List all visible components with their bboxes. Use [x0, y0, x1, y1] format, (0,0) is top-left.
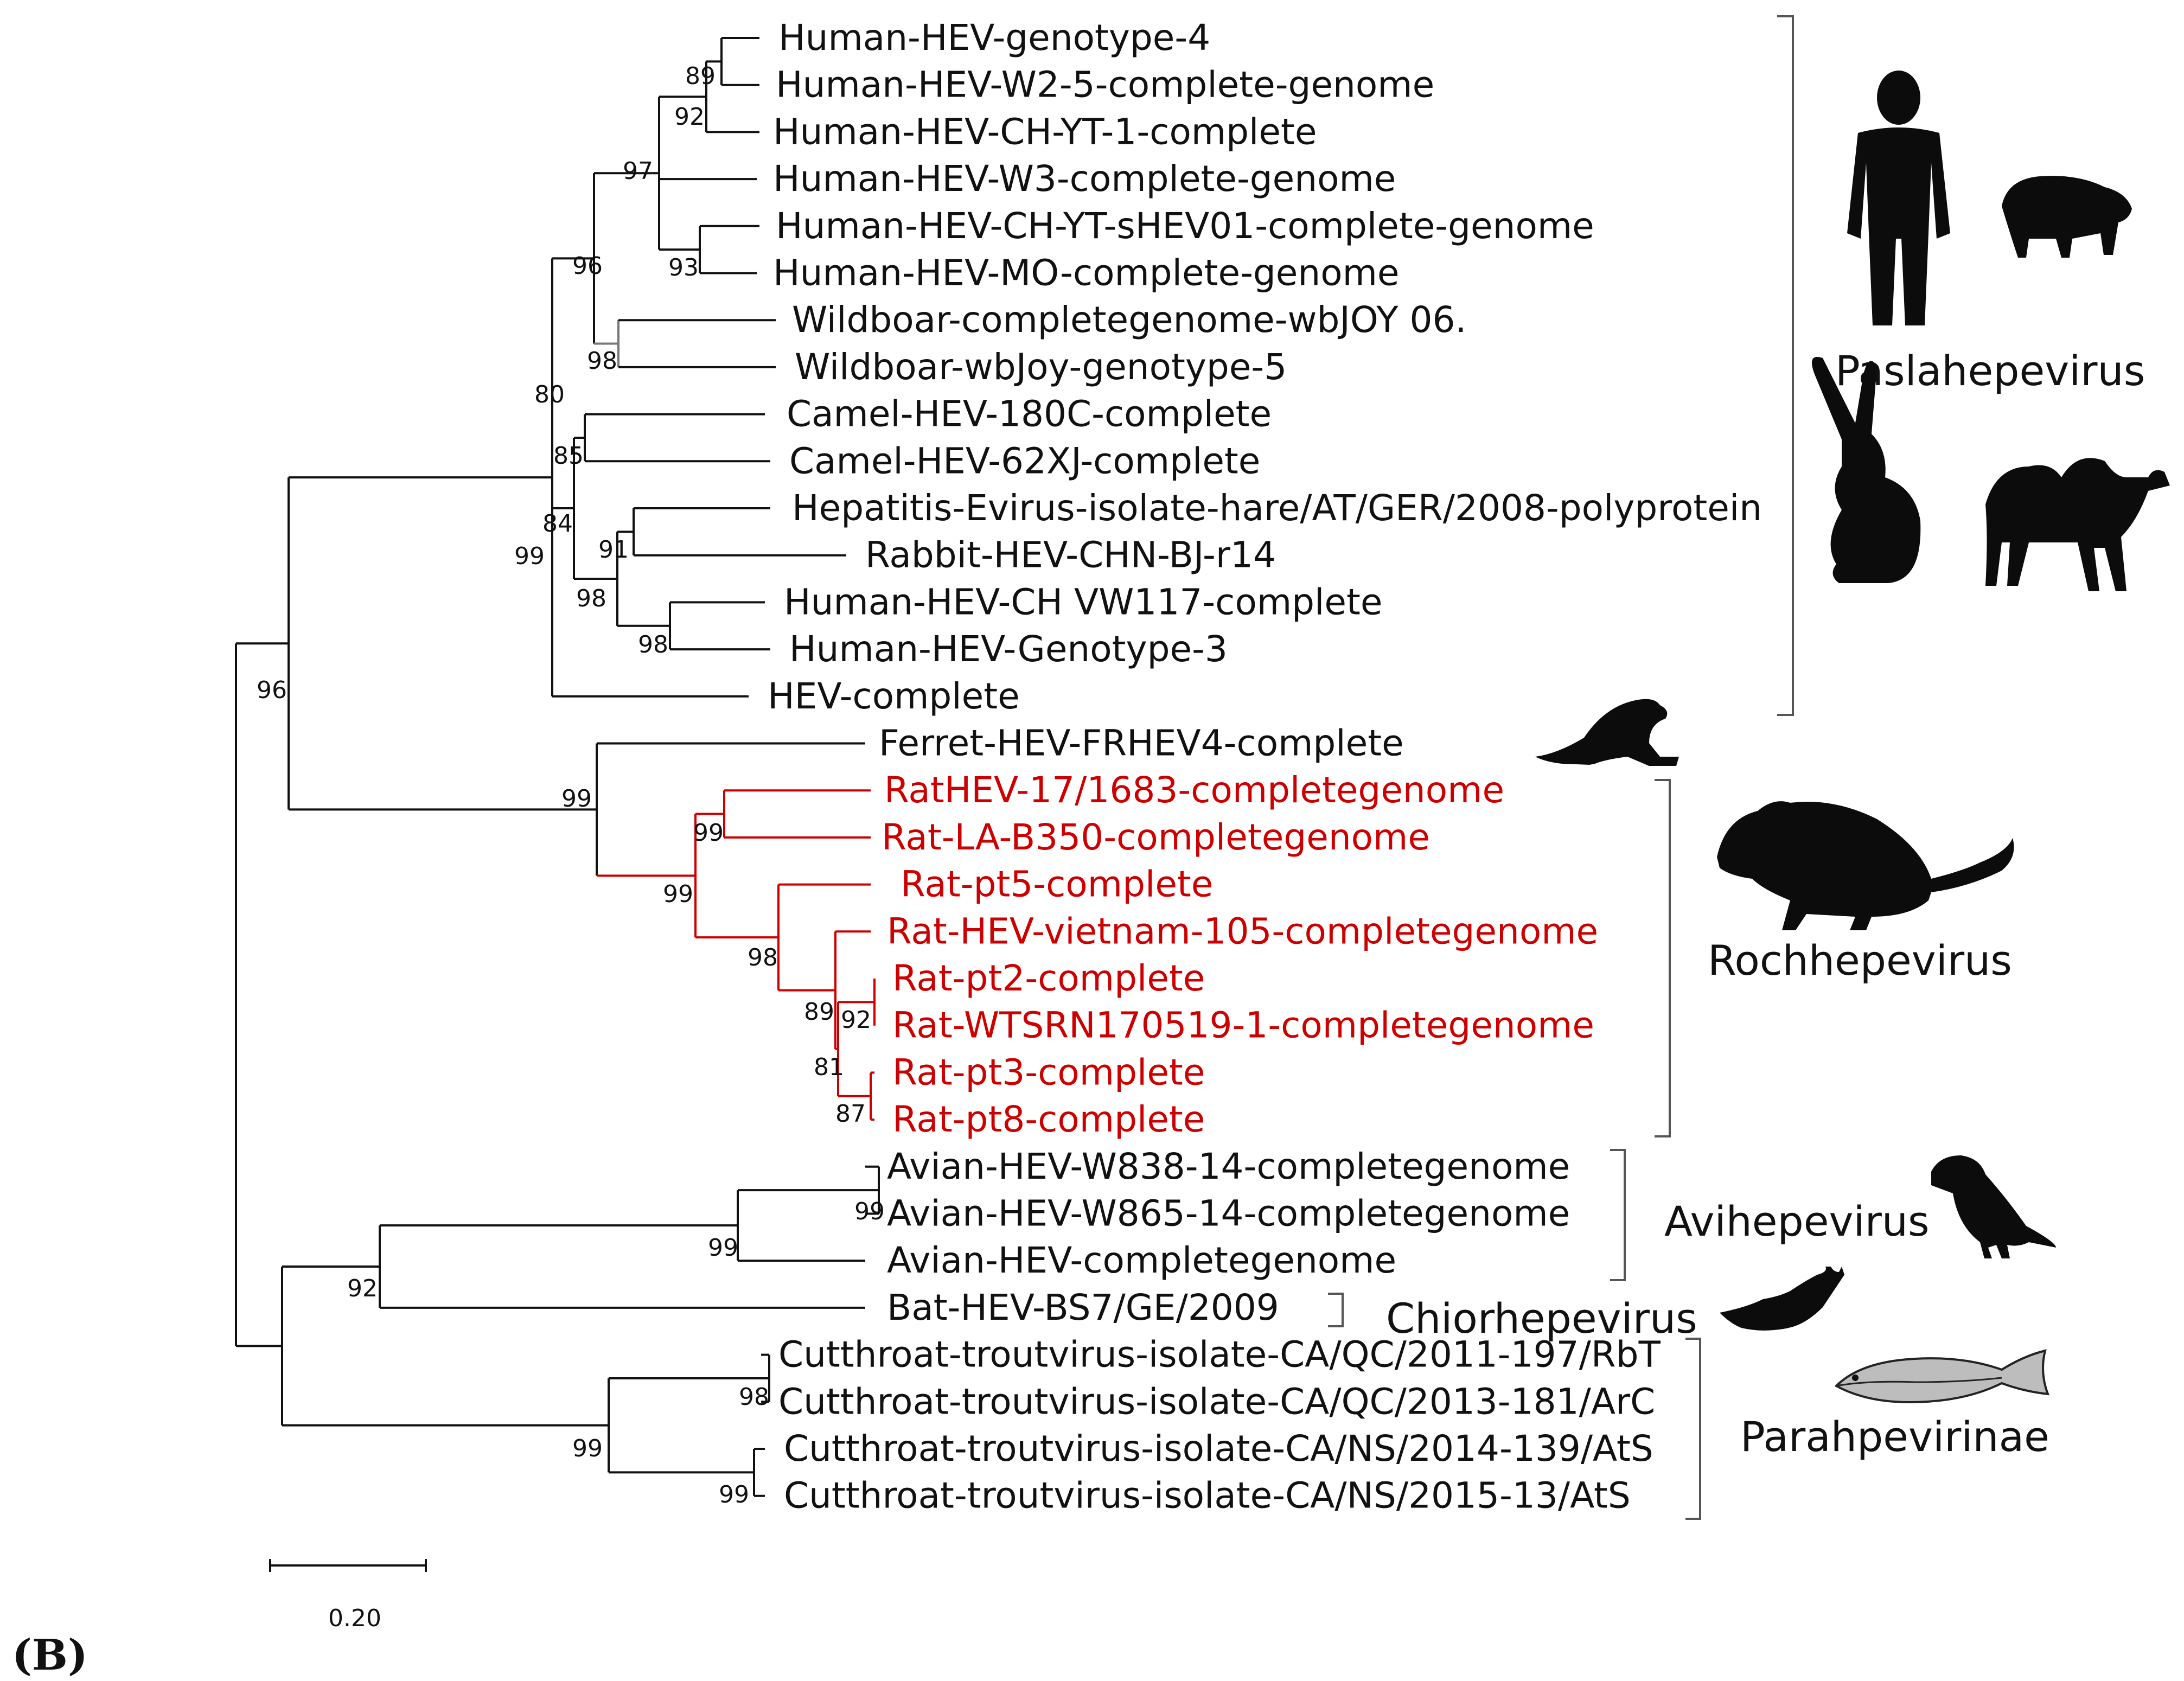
- leaf-label: RatHEV-17/1683-completegenome: [884, 769, 1504, 811]
- bootstrap-value: 92: [841, 1006, 871, 1034]
- bracket-rochhepevirus: [1655, 779, 1671, 1137]
- leaf-label: Camel-HEV-180C-complete: [787, 393, 1272, 435]
- panel-label: (B): [12, 1631, 88, 1680]
- leaf-label: Wildboar-wbJoy-genotype-5: [795, 346, 1287, 388]
- leaf-label: Cutthroat-troutvirus-isolate-CA/QC/2013-…: [778, 1380, 1655, 1422]
- bootstrap-value: 98: [587, 347, 617, 375]
- group-label-rochhepevirus: Rochhepevirus: [1708, 936, 2012, 985]
- bootstrap-value: 99: [514, 542, 545, 570]
- bootstrap-value: 98: [638, 631, 668, 659]
- leaf-label: Rat-pt8-complete: [892, 1098, 1205, 1140]
- leaf-label: Hepatitis-Evirus-isolate-hare/AT/GER/200…: [792, 487, 1762, 529]
- leaf-label: Rat-HEV-vietnam-105-completegenome: [887, 910, 1598, 952]
- bootstrap-value: 99: [708, 1234, 738, 1262]
- camel-silhouette: [1985, 458, 2170, 591]
- leaf-label: Rat-LA-B350-completegenome: [882, 816, 1430, 858]
- bootstrap-value: 97: [623, 157, 653, 185]
- bootstrap-value: 89: [685, 62, 716, 90]
- bootstrap-value: 81: [814, 1053, 844, 1081]
- rabbit-silhouette: [1812, 357, 1921, 583]
- bootstrap-value: 93: [668, 254, 699, 282]
- leaf-label: Avian-HEV-completegenome: [887, 1239, 1396, 1281]
- bootstrap-value: 99: [561, 785, 592, 813]
- trout-silhouette: [1834, 1349, 2050, 1404]
- bootstrap-value: 89: [804, 998, 834, 1026]
- bootstrap-value: 92: [674, 103, 705, 131]
- bootstrap-value: 85: [553, 442, 584, 470]
- leaf-label: Human-HEV-CH VW117-complete: [784, 581, 1382, 623]
- bootstrap-value: 99: [719, 1481, 749, 1509]
- bootstrap-value: 91: [598, 536, 629, 564]
- leaf-label: Cutthroat-troutvirus-isolate-CA/NS/2014-…: [784, 1428, 1653, 1469]
- leaf-label: Cutthroat-troutvirus-isolate-CA/NS/2015-…: [784, 1475, 1631, 1517]
- group-label-parahpevirinae: Parahpevirinae: [1740, 1412, 2049, 1461]
- bootstrap-value: 96: [257, 676, 287, 704]
- leaf-label: Camel-HEV-62XJ-complete: [789, 440, 1260, 482]
- rat-silhouette: [1717, 801, 2014, 930]
- human-silhouette: [1847, 71, 1950, 325]
- bootstrap-value: 92: [347, 1275, 378, 1302]
- tree-branches: [235, 37, 880, 1497]
- bracket-chiorhepevirus: [1328, 1293, 1344, 1327]
- leaf-label: Rat-pt5-complete: [901, 864, 1213, 905]
- leaf-label: Cutthroat-troutvirus-isolate-CA/QC/2011-…: [778, 1334, 1661, 1376]
- bootstrap-value: 99: [693, 819, 724, 847]
- bat-silhouette: [1720, 1267, 1844, 1331]
- leaf-label: Bat-HEV-BS7/GE/2009: [887, 1287, 1279, 1328]
- leaf-label: Human-HEV-CH-YT-1-complete: [773, 111, 1317, 152]
- bootstrap-value: 98: [748, 944, 778, 971]
- group-brackets: [1328, 15, 1794, 1520]
- leaf-label: Human-HEV-W3-complete-genome: [773, 158, 1396, 200]
- bracket-avihepevirus: [1610, 1149, 1626, 1281]
- bootstrap-value: 80: [534, 381, 565, 408]
- group-label-chiorhepevirus: Chiorhepevirus: [1386, 1294, 1697, 1343]
- leaf-label: Rabbit-HEV-CHN-BJ-r14: [865, 534, 1276, 576]
- leaf-label: Wildboar-completegenome-wbJOY 06.: [792, 299, 1466, 341]
- leaf-label: Ferret-HEV-FRHEV4-complete: [879, 723, 1404, 764]
- leaf-label: Rat-pt3-complete: [892, 1051, 1205, 1093]
- leaf-label: Human-HEV-genotype-4: [778, 17, 1210, 59]
- bootstrap-value: 99: [854, 1198, 885, 1225]
- leaf-label: Human-HEV-MO-complete-genome: [773, 252, 1400, 294]
- leaf-label: Human-HEV-CH-YT-sHEV01-complete-genome: [776, 205, 1594, 247]
- bootstrap-value: 98: [576, 585, 606, 612]
- bootstrap-value: 84: [542, 510, 573, 538]
- bootstrap-value: 99: [663, 880, 693, 908]
- scale-bar-label: 0.20: [328, 1605, 381, 1632]
- leaf-label: Human-HEV-W2-5-complete-genome: [776, 64, 1434, 106]
- leaf-label: Human-HEV-Genotype-3: [789, 628, 1228, 670]
- bootstrap-value: 98: [739, 1383, 769, 1411]
- bootstrap-value: 87: [835, 1100, 866, 1128]
- ferret-silhouette: [1535, 699, 1679, 766]
- leaf-labels: Human-HEV-genotype-4Human-HEV-W2-5-compl…: [768, 17, 1762, 1517]
- leaf-label: Avian-HEV-W838-14-completegenome: [887, 1146, 1570, 1187]
- group-label-paslahepevirus: Paslahepevirus: [1835, 347, 2145, 395]
- leaf-label: Avian-HEV-W865-14-completegenome: [887, 1193, 1570, 1235]
- leaf-label: Rat-pt2-complete: [892, 957, 1205, 999]
- bracket-paslahepevirus: [1777, 15, 1794, 716]
- group-label-avihepevirus: Avihepevirus: [1664, 1197, 1930, 1245]
- bootstrap-value: 96: [572, 252, 603, 280]
- leaf-label: HEV-complete: [768, 675, 1020, 717]
- crow-silhouette: [1931, 1155, 2056, 1258]
- scale-bar: [269, 1559, 427, 1572]
- leaf-label: Rat-WTSRN170519-1-completegenome: [892, 1005, 1594, 1046]
- wild-boar-silhouette: [2002, 176, 2132, 258]
- bootstrap-value: 99: [572, 1435, 603, 1462]
- bracket-parahpevirinae: [1685, 1338, 1701, 1520]
